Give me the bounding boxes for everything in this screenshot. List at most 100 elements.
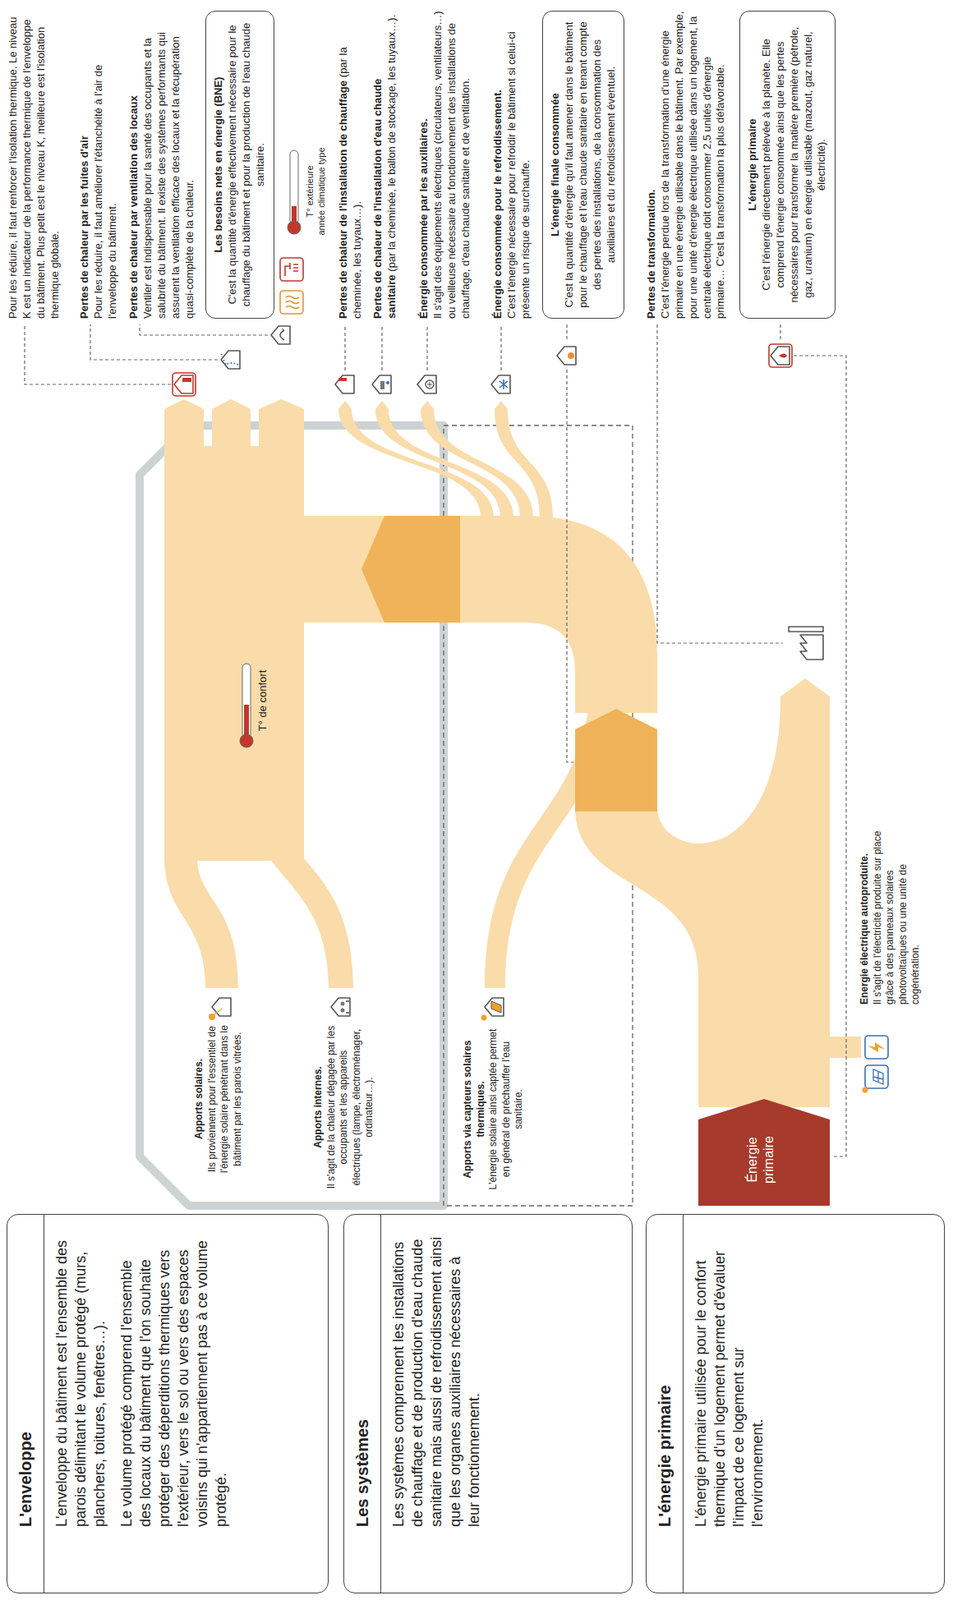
annotation-text: Pour les réduire, il faut améliorer l'ét… bbox=[92, 10, 120, 319]
loss-finger bbox=[258, 399, 304, 451]
icons bbox=[172, 257, 889, 1094]
bolt-icon bbox=[865, 1035, 889, 1059]
loss-finger bbox=[375, 400, 514, 518]
annotation-text: Ventiler est indispensable pour la santé… bbox=[141, 10, 198, 319]
pv-icon bbox=[862, 1065, 889, 1094]
leader-line bbox=[657, 324, 783, 644]
annotation: Pour les réduire, il faut renforcer l'is… bbox=[6, 10, 63, 319]
selfproduced-flow bbox=[825, 1036, 861, 1059]
annotation: T° de confort bbox=[256, 647, 271, 755]
leader-line bbox=[426, 324, 428, 371]
annotation-heading: Apports via capteurs solaires thermiques… bbox=[461, 1025, 488, 1194]
bne-block bbox=[361, 515, 461, 623]
annotation-heading: Énergie consommée par les auxiliaires. bbox=[417, 10, 432, 319]
annotation-heading: Pertes de chaleur par ventilation des lo… bbox=[127, 10, 142, 319]
annotation-heading: Pertes de transformation. bbox=[644, 10, 659, 319]
annotation: Apports internes.Il s'agit de la chaleur… bbox=[312, 1025, 377, 1190]
heading: Les besoins nets en énergie (BNE) bbox=[211, 19, 226, 310]
leader-line bbox=[139, 324, 268, 336]
annotation-heading: Pertes de chaleur par les fuites d'air bbox=[78, 10, 93, 319]
annotation-text: Il s'agit de l'électricité produite sur … bbox=[871, 807, 923, 1005]
annotation-text: C'est l'énergie perdue lors de la transf… bbox=[658, 10, 728, 319]
annotation-text: (par la cheminée, le ballon de stockage,… bbox=[385, 14, 398, 272]
solar-gain-flow bbox=[164, 856, 239, 989]
leader-line bbox=[780, 324, 847, 1157]
vent-icon bbox=[271, 326, 291, 345]
annotation-text: année climatique type bbox=[315, 133, 327, 249]
annotation: T° extérieureannée climatique type bbox=[303, 133, 328, 249]
definition-box: Les besoins nets en énergie (BNE)C'est l… bbox=[205, 10, 275, 319]
snow-icon bbox=[491, 375, 511, 394]
heading: Énergie primaire bbox=[698, 1099, 778, 1207]
annotation-text: T° de confort bbox=[256, 647, 271, 755]
tap-icon bbox=[372, 375, 392, 394]
annotation-heading: Énergie consommée pour le refroidissemen… bbox=[491, 10, 506, 319]
body-text: C'est la quantité d'énergie effectivemen… bbox=[225, 19, 268, 310]
annotation: Energie électrique autoproduite.Il s'agi… bbox=[858, 807, 923, 1005]
body-text: L'énergie primaire utilisée pour le conf… bbox=[691, 1235, 768, 1528]
body-text: Le volume protégé comprend l'ensemble de… bbox=[117, 1235, 231, 1528]
waves-icon bbox=[280, 290, 304, 314]
annotation: Apports solaires.Ils proviennent pour l'… bbox=[193, 1025, 245, 1174]
final-energy-block bbox=[575, 708, 658, 812]
annotation-heading: Pertes de chaleur de l'installation de c… bbox=[336, 80, 350, 319]
leader-line bbox=[344, 324, 346, 371]
sun-icon bbox=[208, 998, 231, 1021]
definition-box: L'énergie finale consomméeC'est la quant… bbox=[542, 10, 625, 319]
fan-icon bbox=[417, 375, 437, 394]
annotation: Pertes de chaleur par les fuites d'airPo… bbox=[78, 10, 120, 319]
annotation-text: Il s'agit des équipements électriques (c… bbox=[431, 10, 474, 319]
section-panel: L'enveloppeL'enveloppe du bâtiment est l… bbox=[6, 1214, 329, 1594]
leader-line bbox=[566, 324, 574, 763]
loss-finger bbox=[211, 399, 251, 451]
annotation: Pertes de chaleur par ventilation des lo… bbox=[127, 10, 197, 319]
heading: L'énergie primaire bbox=[745, 19, 760, 310]
prim-icon bbox=[768, 344, 792, 368]
loss-finger bbox=[494, 400, 553, 518]
body-text: Les systèmes comprennent les installatio… bbox=[389, 1235, 484, 1528]
annotation-text: L'énergie solaire ainsi captée permet en… bbox=[487, 1025, 526, 1194]
heading: L'énergie finale consommée bbox=[548, 19, 563, 310]
heading: Les systèmes bbox=[344, 1215, 382, 1593]
loss-finger bbox=[164, 399, 204, 451]
leader-lines bbox=[24, 324, 847, 1157]
leader-line bbox=[90, 324, 218, 360]
primary-energy-arrow: Énergie primaire bbox=[698, 1099, 830, 1207]
annotation: Énergie consommée par les auxiliaires.Il… bbox=[417, 10, 474, 319]
heat-icon bbox=[335, 375, 355, 394]
annotation-heading: Apports solaires. bbox=[193, 1025, 207, 1174]
primary-trunk bbox=[575, 678, 830, 1108]
systems-flow bbox=[455, 515, 658, 714]
thermometer bbox=[287, 150, 301, 235]
body-text: L'enveloppe du bâtiment est l'ensemble d… bbox=[52, 1235, 110, 1528]
leader-line bbox=[24, 324, 171, 385]
shower-icon bbox=[280, 257, 304, 281]
leader-line bbox=[381, 324, 383, 371]
annotation: Apports via capteurs solaires thermiques… bbox=[461, 1025, 526, 1194]
leak-icon bbox=[220, 350, 240, 369]
section-panel: Les systèmesLes systèmes comprennent les… bbox=[343, 1214, 633, 1594]
annotation-text: Il s'agit de la chaleur dégagée par les … bbox=[325, 1025, 377, 1190]
heading: L'enveloppe bbox=[7, 1215, 45, 1593]
definition-box: L'énergie primaireC'est l'énergie direct… bbox=[739, 10, 836, 319]
annotation: Pertes de transformation.C'est l'énergie… bbox=[644, 10, 728, 319]
leader-line bbox=[500, 324, 502, 371]
annotation-text: T° extérieure bbox=[303, 133, 316, 249]
collector-icon bbox=[481, 998, 505, 1022]
annotation: Pertes de chaleur de l'installation de c… bbox=[336, 10, 365, 319]
arrow-shape bbox=[698, 1099, 830, 1207]
annotation-text: Ils proviennent pour l'essentiel de l'én… bbox=[206, 1025, 245, 1174]
internal-gain-flow bbox=[246, 791, 354, 989]
body-text: C'est la quantité d'énergie qu'il faut a… bbox=[562, 19, 619, 310]
annotation: Pertes de chaleur de l'installation d'ea… bbox=[371, 10, 400, 319]
loss-icon bbox=[172, 372, 196, 396]
annotation-heading: Energie électrique autoproduite. bbox=[858, 807, 872, 1005]
annotation-text: C'est l'énergie nécessaire pour refroidi… bbox=[505, 10, 534, 319]
people-icon bbox=[331, 998, 350, 1017]
house-flow bbox=[164, 446, 304, 861]
energy-flows bbox=[164, 399, 861, 1108]
factory-icon bbox=[788, 626, 824, 660]
annotation-text: Pour les réduire, il faut renforcer l'is… bbox=[6, 10, 63, 319]
annotation: Énergie consommée pour le refroidissemen… bbox=[491, 10, 534, 319]
section-panel: L'énergie primaireL'énergie primaire uti… bbox=[645, 1214, 945, 1594]
